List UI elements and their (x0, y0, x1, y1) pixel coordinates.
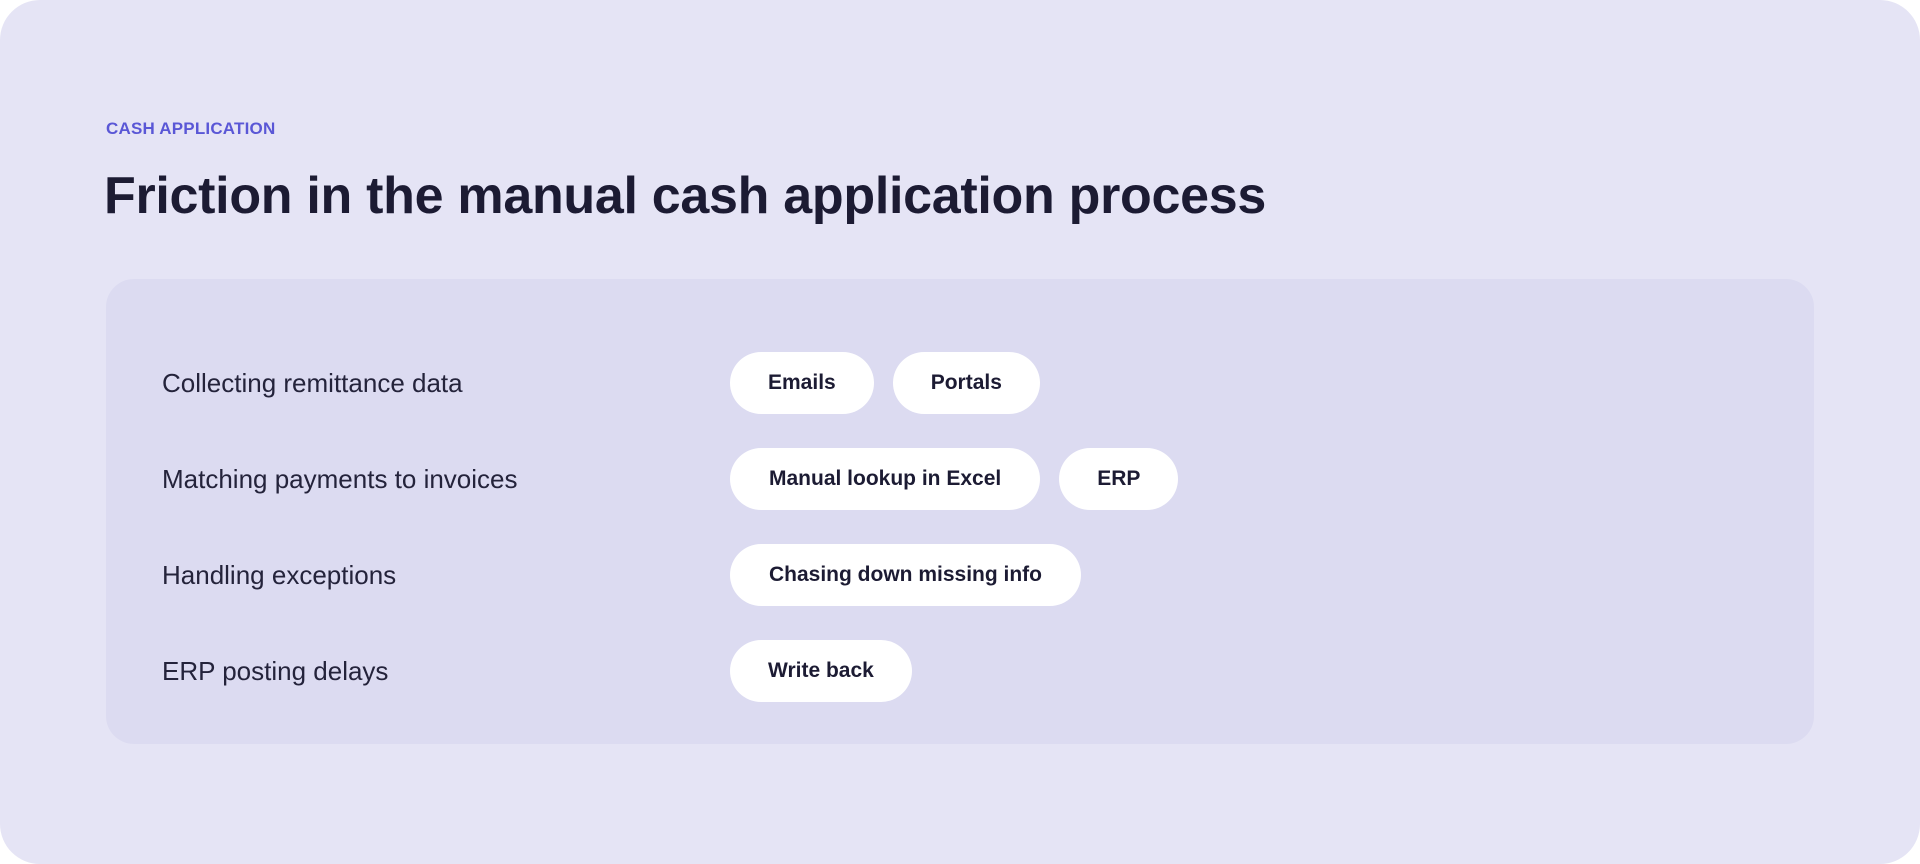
section-eyebrow: CASH APPLICATION (106, 119, 276, 138)
chip-erp[interactable]: ERP (1059, 448, 1179, 510)
row-collecting-remittance: Collecting remittance data Emails Portal… (106, 352, 1814, 414)
chip-group: Manual lookup in Excel ERP (730, 448, 1179, 510)
row-label: Collecting remittance data (162, 368, 463, 398)
chip-group: Chasing down missing info (730, 544, 1081, 606)
chip-write-back[interactable]: Write back (730, 640, 912, 702)
row-matching-payments: Matching payments to invoices Manual loo… (106, 448, 1814, 510)
page-title: Friction in the manual cash application … (104, 167, 1266, 225)
row-erp-posting-delays: ERP posting delays Write back (106, 640, 1814, 702)
row-label: Handling exceptions (162, 560, 397, 590)
chip-manual-lookup-excel[interactable]: Manual lookup in Excel (730, 448, 1041, 510)
friction-panel: Collecting remittance data Emails Portal… (106, 279, 1814, 744)
chip-group: Write back (730, 640, 912, 702)
chip-chasing-missing-info[interactable]: Chasing down missing info (730, 544, 1081, 606)
row-handling-exceptions: Handling exceptions Chasing down missing… (106, 544, 1814, 606)
row-label: Matching payments to invoices (162, 464, 518, 494)
chip-portals[interactable]: Portals (892, 352, 1040, 414)
chip-emails[interactable]: Emails (730, 352, 874, 414)
chip-group: Emails Portals (730, 352, 1040, 414)
row-label: ERP posting delays (162, 656, 389, 686)
